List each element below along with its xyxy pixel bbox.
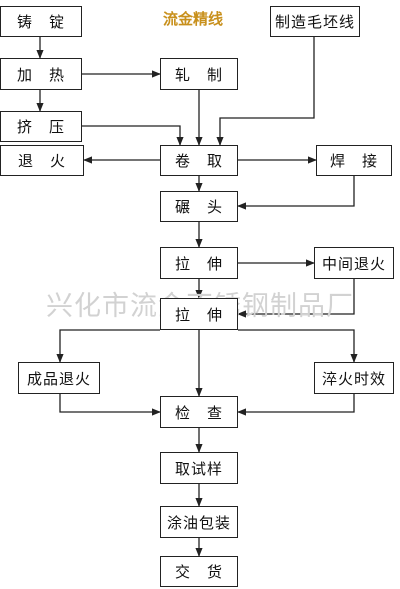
step-draw-1: 拉 伸 — [160, 247, 238, 279]
step-final-anneal: 成品退火 — [18, 362, 100, 394]
step-quench-aging: 淬火时效 — [314, 362, 394, 394]
arrow-extrude-coil — [82, 125, 184, 146]
step-oil-and-pack: 涂油包装 — [160, 506, 238, 538]
step-heat: 加 热 — [0, 58, 82, 90]
step-weld: 焊 接 — [316, 145, 392, 176]
step-inspect: 检 查 — [160, 396, 238, 428]
step-swage: 碾 头 — [160, 191, 238, 222]
arrow-finalanneal-inspect — [59, 394, 161, 416]
arrow-midanneal-draw2 — [237, 279, 355, 318]
step-anneal: 退 火 — [0, 145, 84, 176]
arrow-draw2-finalanneal — [56, 329, 160, 363]
arrow-weld-swage — [237, 176, 355, 210]
step-take-sample: 取试样 — [160, 452, 238, 484]
step-cast-ingot: 铸 锭 — [0, 6, 82, 37]
arrow-quench-inspect — [237, 394, 355, 416]
diagram-title: 流金精线 — [162, 10, 223, 28]
step-extrude: 挤 压 — [0, 111, 82, 142]
arrow-draw2-quench — [238, 329, 358, 363]
step-deliver: 交 货 — [160, 556, 238, 587]
step-coil: 卷 取 — [160, 145, 238, 176]
step-make-blank-wire: 制造毛坯线 — [270, 6, 360, 37]
arrow-blank-coil — [216, 37, 315, 146]
step-intermediate-anneal: 中间退火 — [314, 247, 394, 279]
step-roll: 轧 制 — [160, 58, 238, 90]
step-draw-2: 拉 伸 — [160, 298, 238, 330]
